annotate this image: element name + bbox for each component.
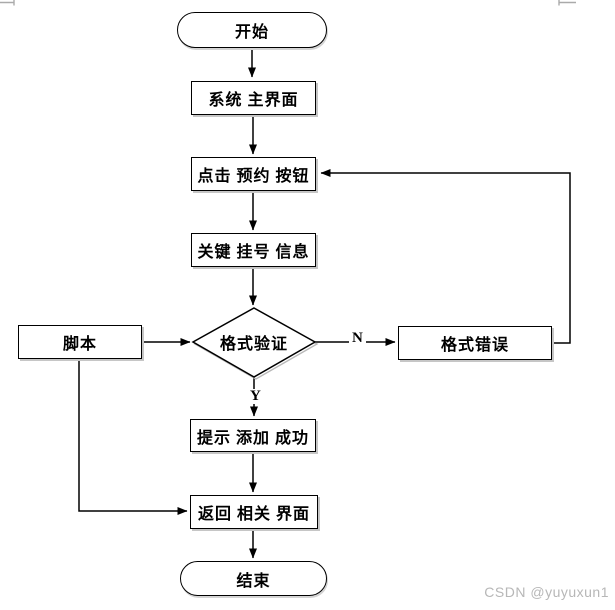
- csdn-watermark: CSDN @yuyuxun1: [484, 584, 609, 600]
- node-success-tip: 提示 添加 成功: [190, 419, 316, 452]
- branch-label-no: N: [349, 331, 366, 346]
- node-script-label: 脚本: [62, 336, 97, 353]
- node-format-error-label: 格式错误: [440, 337, 509, 354]
- node-click-reserve: 点击 预约 按钮: [191, 157, 316, 191]
- node-main-ui-label: 系统 主界面: [208, 92, 299, 109]
- node-return-ui-label: 返回 相关 界面: [197, 506, 310, 523]
- node-start: 开始: [177, 12, 327, 48]
- node-return-ui: 返回 相关 界面: [190, 495, 318, 529]
- node-end-label: 结束: [236, 572, 271, 590]
- edge-script-to-return: [78, 359, 188, 515]
- node-main-ui: 系统 主界面: [191, 81, 316, 115]
- branch-label-yes: Y: [247, 389, 264, 404]
- node-start-label: 开始: [234, 24, 269, 41]
- node-key-info-label: 关键 挂号 信息: [197, 244, 310, 261]
- corner-mark-top-right: [558, 0, 576, 6]
- edge-error-loop-to-click: [320, 169, 571, 344]
- node-format-error: 格式错误: [398, 326, 552, 360]
- node-validate-label: 格式验证: [219, 336, 288, 353]
- corner-mark-top-left: [0, 0, 15, 6]
- node-key-info: 关键 挂号 信息: [191, 233, 316, 267]
- decision-diamond: [191, 307, 317, 378]
- node-end: 结束: [180, 561, 327, 596]
- node-script: 脚本: [18, 325, 142, 359]
- node-click-reserve-label: 点击 预约 按钮: [197, 168, 310, 185]
- node-success-tip-label: 提示 添加 成功: [196, 429, 309, 447]
